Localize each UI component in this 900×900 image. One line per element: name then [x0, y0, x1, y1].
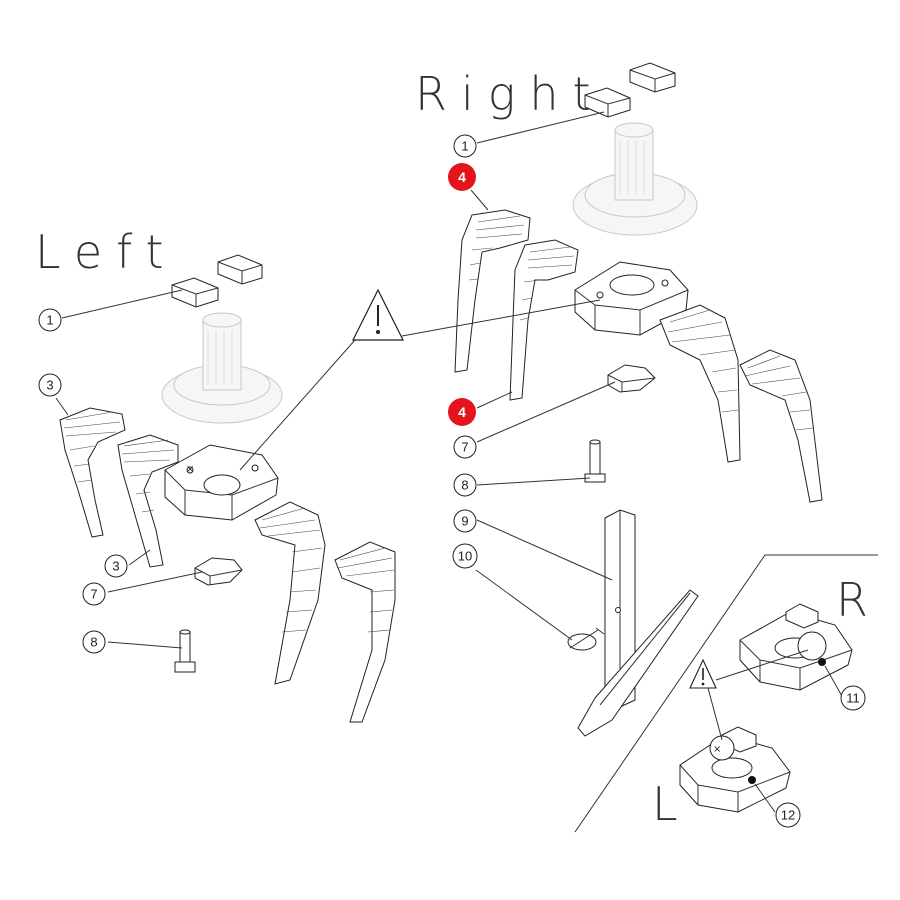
inset-l-hub: ×	[679, 726, 791, 813]
inset-r-hub	[739, 603, 853, 691]
svg-text:9: 9	[461, 514, 468, 529]
callout-7-right: 7	[453, 435, 477, 459]
left-clamp-blocks	[171, 254, 263, 308]
left-part-8	[174, 629, 196, 673]
callout-4-top: 4	[448, 163, 476, 191]
svg-text:×: ×	[186, 464, 194, 475]
svg-text:1: 1	[46, 313, 53, 328]
part-9-stand	[577, 509, 699, 737]
svg-text:12: 12	[781, 808, 795, 823]
callout-1-left: 1	[38, 308, 62, 332]
callout-3-top: 3	[38, 373, 62, 397]
svg-text:4: 4	[458, 404, 466, 420]
warning-icon-large	[352, 288, 404, 341]
label-inset-r: R	[836, 573, 868, 627]
left-hub-plate: ×	[164, 444, 279, 521]
leader-lines	[55, 111, 844, 813]
callout-7-left: 7	[82, 582, 106, 606]
right-tines-4	[454, 209, 579, 401]
svg-text:11: 11	[846, 691, 860, 706]
callout-8-left: 8	[82, 630, 106, 654]
left-part-7	[194, 557, 243, 586]
right-outer-tines	[659, 304, 823, 503]
label-right: Right	[415, 67, 605, 121]
svg-text:8: 8	[90, 635, 97, 650]
left-gear-shaft	[161, 312, 283, 424]
svg-text:8: 8	[461, 478, 468, 493]
svg-text:4: 4	[458, 169, 466, 185]
svg-text:7: 7	[90, 587, 97, 602]
part-10-clip	[567, 627, 605, 651]
callout-8-right: 8	[453, 473, 477, 497]
callout-10: 10	[452, 543, 478, 569]
svg-text:3: 3	[46, 378, 53, 393]
callout-4-bottom: 4	[448, 398, 476, 426]
callout-1-right: 1	[453, 134, 477, 158]
right-clamp-blocks	[584, 62, 676, 118]
callout-11: 11	[840, 685, 866, 711]
svg-text:1: 1	[461, 139, 468, 154]
svg-text:3: 3	[112, 559, 119, 574]
svg-text:10: 10	[458, 549, 472, 564]
svg-text:7: 7	[461, 440, 468, 455]
callout-3-bottom: 3	[104, 554, 128, 578]
label-left: Left	[35, 225, 178, 279]
label-inset-l: L	[652, 777, 678, 831]
right-gear-shaft	[572, 122, 698, 236]
left-outer-tines	[254, 501, 396, 723]
right-part-7	[607, 364, 656, 393]
callout-12: 12	[775, 802, 801, 828]
warning-icon-small	[689, 658, 717, 689]
svg-text:×: ×	[713, 744, 721, 755]
right-part-8	[584, 439, 606, 483]
inset-divider	[574, 554, 878, 833]
left-tines-3	[59, 407, 179, 568]
callout-9: 9	[453, 509, 477, 533]
